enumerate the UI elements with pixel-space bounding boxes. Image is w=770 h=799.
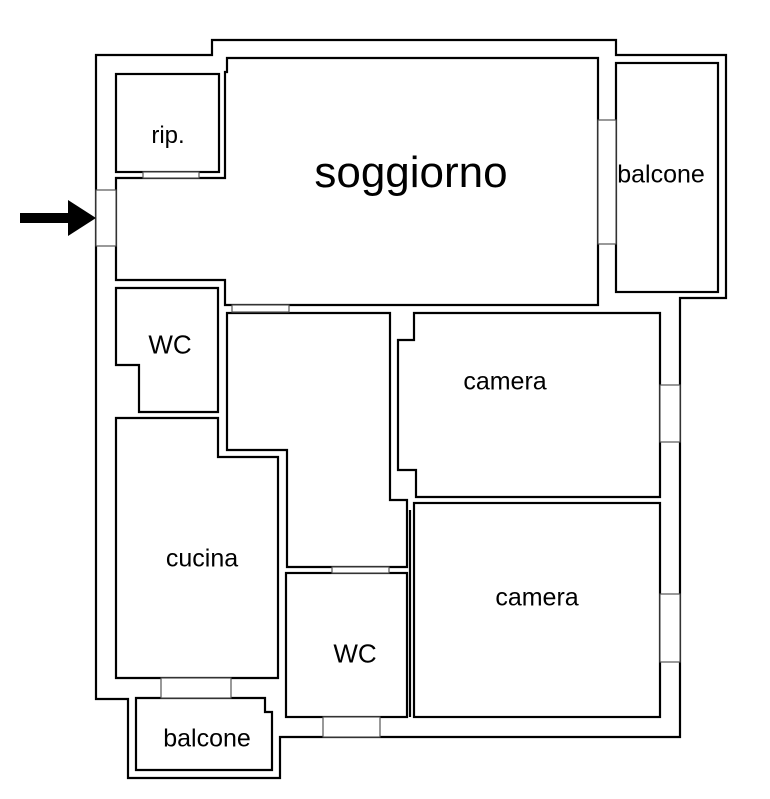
room-hallway: [225, 311, 409, 569]
entrance-door: [95, 189, 117, 247]
label-cucina: cucina: [165, 544, 239, 573]
door-hallway: [231, 304, 290, 313]
window-soggiorno: [597, 119, 617, 245]
window-cucina: [160, 677, 232, 699]
label-wc-top: WC: [148, 329, 192, 360]
label-camera-top: camera: [463, 367, 547, 396]
door-wc-bottom: [331, 566, 390, 574]
outer-wall: [94, 38, 728, 780]
label-ripostiglio: rip.: [151, 122, 185, 149]
room-balcone-bottom: [134, 696, 274, 772]
room-camera-top: [396, 311, 662, 499]
window-camera-top: [659, 384, 681, 443]
label-camera-bottom: camera: [495, 583, 579, 612]
door-ripostiglio: [142, 171, 200, 179]
window-wc-bottom: [322, 716, 381, 738]
arrow-right-icon: [20, 200, 96, 236]
room-cucina: [114, 416, 280, 680]
room-wc-top: [114, 286, 220, 414]
label-soggiorno: soggiorno: [314, 148, 508, 197]
label-balcone-right: balcone: [617, 160, 705, 189]
label-wc-bottom: WC: [333, 638, 377, 669]
window-camera-bottom: [659, 593, 681, 663]
label-balcone-bottom: balcone: [163, 724, 251, 753]
room-camera-bottom: [412, 501, 662, 719]
room-wc-bottom: [284, 571, 409, 719]
